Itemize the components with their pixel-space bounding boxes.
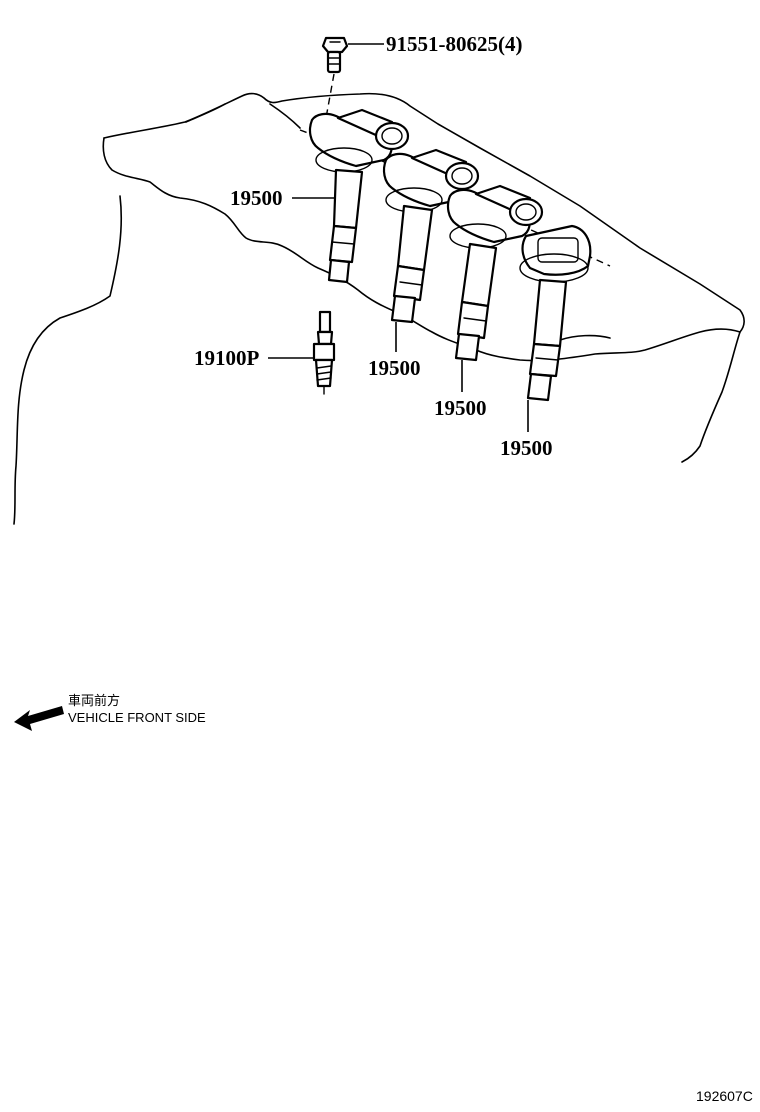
- callout-coil-4: 19500: [500, 436, 553, 460]
- bolt-part: [321, 36, 349, 119]
- leader-lines: [268, 43, 529, 432]
- direction-note-english: VEHICLE FRONT SIDE: [68, 710, 206, 725]
- direction-note-japanese: 車両前方: [68, 693, 120, 708]
- callout-coil-2: 19500: [368, 356, 421, 380]
- illustration-reference-code: 192607C: [696, 1088, 753, 1104]
- ignition-coil-2: [382, 148, 480, 324]
- callout-bolt: 91551-80625(4): [386, 32, 522, 56]
- engine-head-outline: [13, 92, 745, 525]
- ignition-coil-1: [308, 108, 410, 284]
- spark-plug-part: [312, 310, 336, 395]
- callout-coil-1: 19500: [230, 186, 283, 210]
- ignition-coil-4: [519, 224, 592, 402]
- callout-coil-3: 19500: [434, 396, 487, 420]
- front-direction-arrow-icon: [14, 706, 64, 731]
- callout-spark-plug: 19100P: [194, 346, 260, 370]
- ignition-coil-3: [446, 184, 544, 362]
